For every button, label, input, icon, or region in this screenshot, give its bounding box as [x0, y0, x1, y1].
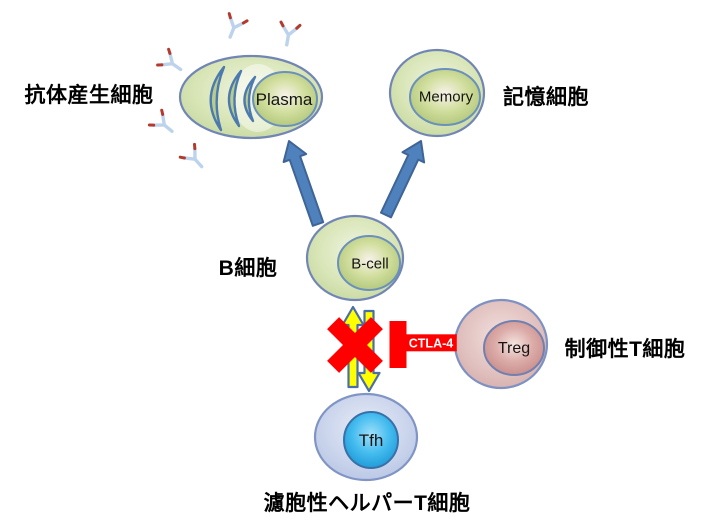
b-cell-nucleus: [337, 235, 401, 291]
antibody-icon: [178, 142, 211, 175]
memory-cell-nucleus: [409, 68, 481, 126]
treg-cell: [453, 298, 549, 390]
label-memory-cell: 記憶細胞: [503, 86, 589, 109]
antibody-icon: [275, 20, 302, 49]
tfh-cell-nucleus: [343, 411, 399, 469]
treg-cell-label: Treg: [497, 340, 531, 357]
antibody-icon: [147, 108, 180, 141]
plasma-er-crescent: [243, 75, 257, 123]
ctla4-badge: CTLA-4: [404, 334, 458, 352]
tfh-cell-label: Tfh: [358, 431, 384, 450]
plasma-cell-nucleus: [252, 71, 318, 127]
label-antibody-producing-cell: 抗体産生細胞: [24, 84, 154, 107]
arrow-b-to-plasma: [282, 140, 325, 227]
label-b-cell: B細胞: [218, 257, 278, 280]
plasma-er-crescent: [227, 69, 243, 128]
red-x-icon: [327, 317, 383, 373]
tfh-cell: [313, 392, 419, 482]
memory-cell: [388, 48, 486, 138]
b-cell-label: B-cell: [351, 255, 389, 273]
treg-cell-nucleus: [483, 320, 545, 376]
antibody-icon: [155, 47, 188, 80]
b-cell: [305, 214, 405, 302]
plasma-cell-label: Plasma: [255, 90, 313, 109]
plasma-cell: [178, 54, 324, 140]
label-regulatory-t-cell: 制御性T細胞: [564, 338, 686, 361]
memory-cell-label: Memory: [418, 88, 474, 106]
plasma-er-crescent: [209, 65, 226, 132]
arrow-b-to-memory: [380, 140, 426, 219]
antibody-icon: [219, 11, 249, 43]
label-follicular-helper-t-cell: 濾胞性ヘルパーT細胞: [263, 492, 471, 515]
